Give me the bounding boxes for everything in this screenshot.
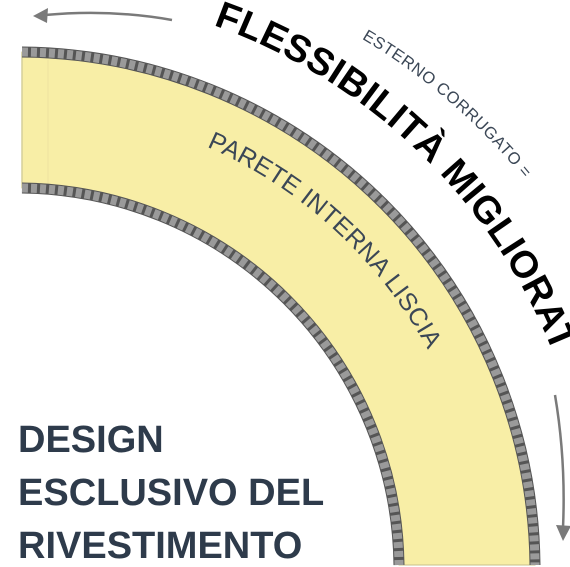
headline-line-3: RIVESTIMENTO — [18, 525, 303, 567]
arrow-down-curved-icon — [553, 394, 570, 541]
arrow-left-curved-icon — [33, 8, 173, 23]
headline-line-1: DESIGN — [18, 419, 164, 461]
headline: DESIGN ESCLUSIVO DEL RIVESTIMENTO — [18, 414, 324, 567]
headline-line-2: ESCLUSIVO DEL — [18, 472, 325, 514]
